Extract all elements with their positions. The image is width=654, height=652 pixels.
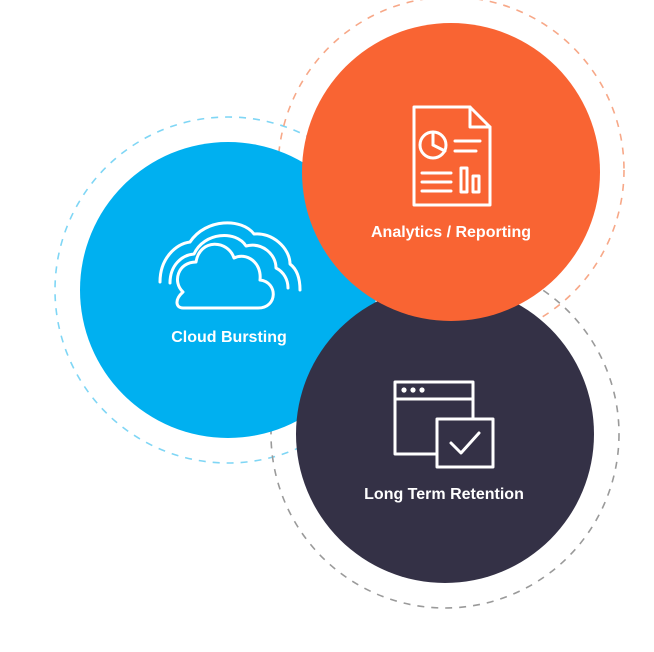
cloud-icon [158,221,302,310]
retention-dashed-ring [270,259,620,609]
cloud-bursting-label: Cloud Bursting [171,329,287,346]
cloud-bursting-circle [80,142,376,438]
report-document-icon [412,105,492,207]
window-check-icon [393,380,495,469]
long-term-retention-label: Long Term Retention [364,486,524,503]
analytics-reporting-label: Analytics / Reporting [371,224,531,241]
